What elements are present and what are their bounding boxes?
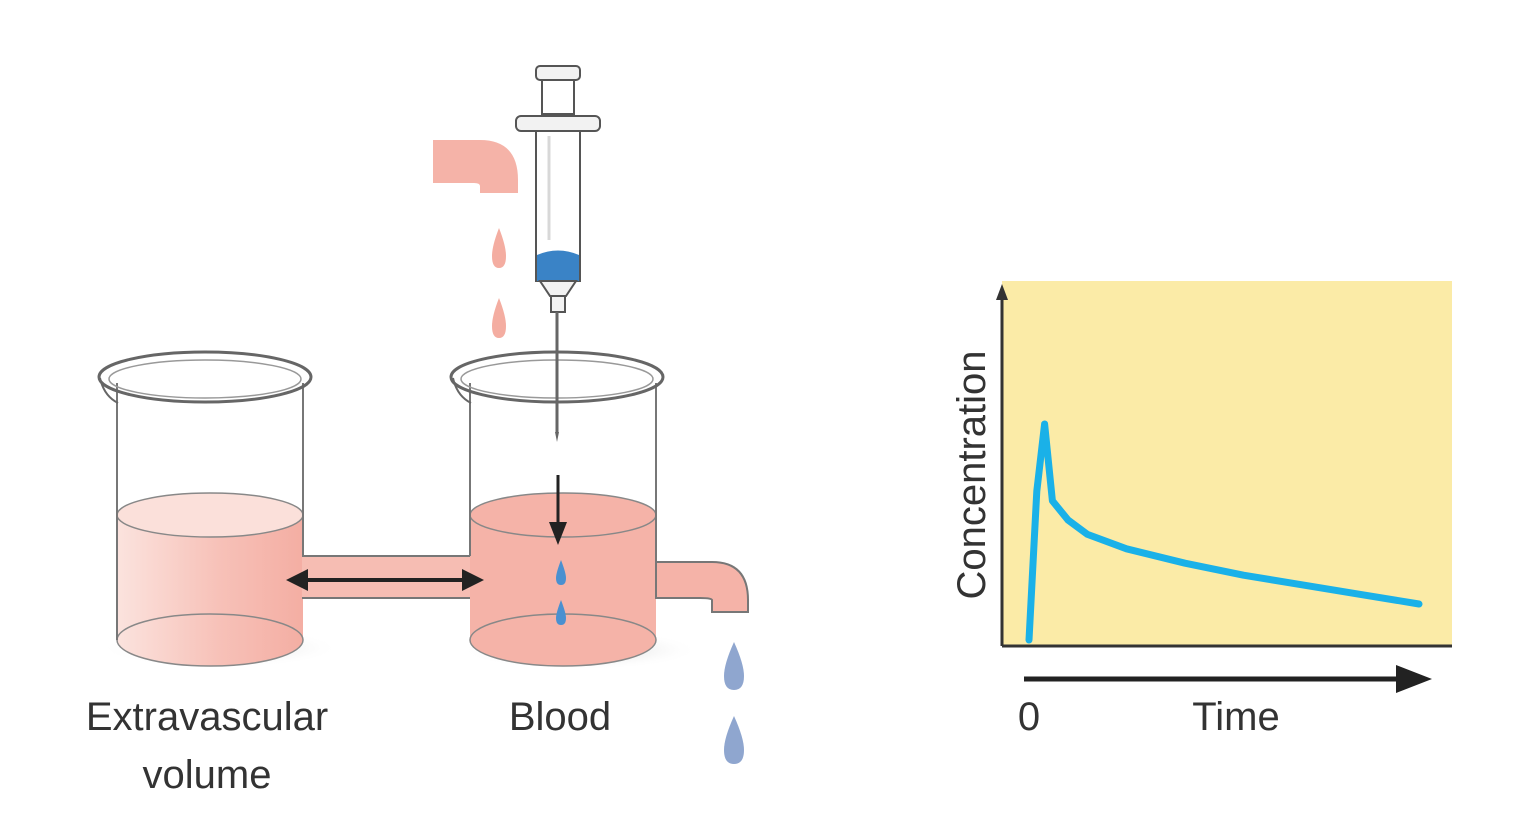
time-axis-arrowhead (1396, 665, 1432, 693)
inflow-faucet (433, 140, 518, 193)
x-tick-label-0: 0 (1018, 695, 1040, 739)
exchange-arrow (286, 569, 484, 591)
concentration-curve (1025, 420, 1423, 644)
extravascular-label-line1: Extravascular (86, 695, 328, 739)
concentration-chart: Concentration 0 Time (950, 281, 1452, 739)
injection-arrow (549, 475, 567, 545)
x-axis-label: Time (1192, 695, 1279, 739)
y-axis-label: Concentration (950, 350, 994, 599)
syringe-icon (515, 65, 601, 442)
outlet-spout (655, 561, 749, 613)
y-axis-arrowhead (996, 284, 1008, 300)
extravascular-label-line2: volume (143, 753, 272, 797)
inflow-drops (492, 228, 506, 338)
elimination-drops (724, 642, 744, 764)
drug-drops (556, 560, 566, 625)
extravascular-beaker (97, 350, 340, 668)
plot-area (1002, 281, 1452, 646)
connecting-tube (302, 555, 472, 599)
blood-beaker (449, 350, 700, 670)
blood-label: Blood (509, 695, 611, 739)
